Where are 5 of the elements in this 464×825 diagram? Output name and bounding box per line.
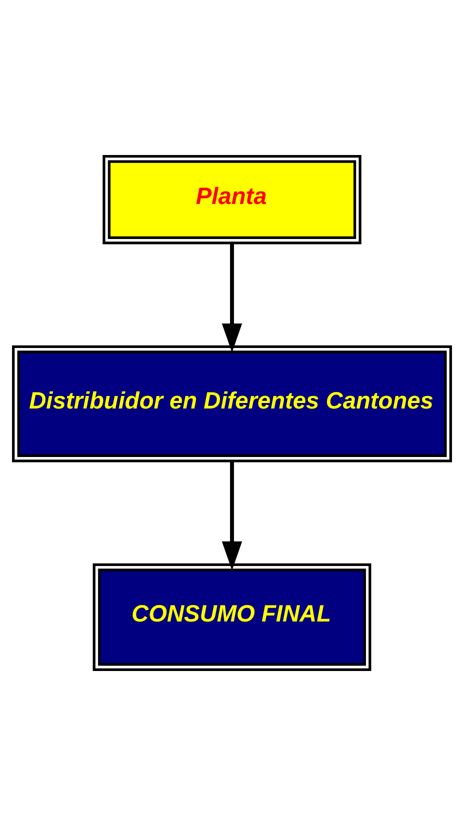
arrow bbox=[222, 242, 242, 352]
arrow bbox=[222, 460, 242, 570]
node-box: Planta bbox=[102, 154, 362, 244]
node-box: Distribuidor en Diferentes Cantones bbox=[12, 344, 452, 462]
node-box: CONSUMO FINAL bbox=[92, 562, 372, 671]
